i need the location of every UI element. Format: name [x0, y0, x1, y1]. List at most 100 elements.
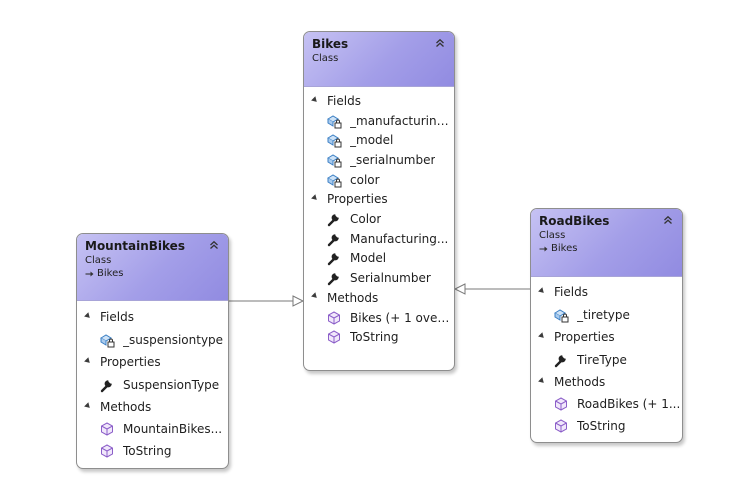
field-name: _suspensiontype [123, 332, 224, 347]
method-cube-icon [99, 443, 115, 459]
property-name: Color [350, 212, 382, 227]
wrench-icon [326, 250, 342, 266]
method-item[interactable]: ToString [531, 415, 682, 437]
roadbikes-inherits-bikes[interactable] [453, 283, 530, 295]
field-item[interactable]: color [304, 170, 454, 190]
class-box-bikes[interactable]: Bikes Class Fields _manufacturing... _mo… [303, 31, 455, 371]
field-lock-icon [326, 132, 342, 148]
field-name: _serialnumber [350, 152, 436, 167]
fields-section-header[interactable]: Fields [77, 306, 228, 328]
class-name: MountainBikes [85, 239, 185, 253]
section-label: Methods [100, 400, 152, 414]
property-item[interactable]: Manufacturing... [304, 229, 454, 249]
property-item[interactable]: Model [304, 249, 454, 269]
method-item[interactable]: MountainBikes... [77, 418, 228, 440]
field-item[interactable]: _manufacturing... [304, 111, 454, 131]
section-label: Properties [327, 192, 388, 207]
methods-section-header[interactable]: Methods [531, 371, 682, 393]
property-item[interactable]: Serialnumber [304, 268, 454, 288]
property-name: Manufacturing... [350, 231, 449, 246]
section-label: Methods [554, 375, 606, 389]
method-item[interactable]: ToString [77, 440, 228, 462]
field-lock-icon [553, 307, 569, 323]
class-kind: Class [539, 230, 566, 241]
property-name: TireType [577, 352, 627, 367]
methods-section-header[interactable]: Methods [77, 396, 228, 418]
class-header: Bikes Class [304, 32, 454, 87]
expand-triangle-icon [84, 356, 92, 365]
expand-triangle-icon [84, 401, 92, 410]
property-item[interactable]: Color [304, 209, 454, 229]
section-label: Fields [554, 285, 588, 299]
method-cube-icon [326, 310, 342, 326]
field-item[interactable]: _model [304, 131, 454, 151]
collapse-chevrons-icon[interactable] [434, 37, 446, 49]
field-name: _model [350, 133, 394, 148]
expand-triangle-icon [538, 331, 546, 340]
class-box-roadbikes[interactable]: RoadBikes Class Bikes Fields _tiretype P… [530, 208, 683, 443]
expand-triangle-icon [311, 194, 319, 202]
inheritance-arrow-icon [539, 246, 548, 251]
wrench-icon [326, 211, 342, 227]
method-item[interactable]: ToString [304, 327, 454, 347]
field-item[interactable]: _suspensiontype [77, 328, 228, 351]
method-cube-icon [99, 421, 115, 437]
section-label: Properties [554, 330, 615, 344]
class-box-mountainbikes[interactable]: MountainBikes Class Bikes Fields _suspen… [76, 233, 229, 469]
class-header: MountainBikes Class Bikes [77, 234, 228, 301]
properties-section-header[interactable]: Properties [77, 351, 228, 373]
class-kind: Class [85, 255, 112, 266]
expand-triangle-icon [538, 286, 546, 295]
field-item[interactable]: _tiretype [531, 303, 682, 326]
collapse-chevrons-icon[interactable] [662, 214, 674, 226]
property-name: Serialnumber [350, 270, 431, 285]
property-name: SuspensionType [123, 377, 220, 392]
section-label: Properties [100, 355, 161, 369]
field-name: _manufacturing... [350, 113, 454, 128]
property-item[interactable]: SuspensionType [77, 373, 228, 396]
collapse-chevrons-icon[interactable] [208, 239, 220, 251]
methods-section-header[interactable]: Methods [304, 288, 454, 308]
method-item[interactable]: Bikes (+ 1 overl... [304, 308, 454, 328]
expand-triangle-icon [84, 311, 92, 320]
method-name: ToString [577, 419, 626, 433]
mountainbikes-inherits-bikes[interactable] [228, 295, 305, 307]
wrench-icon [553, 352, 569, 368]
fields-section-header[interactable]: Fields [531, 281, 682, 303]
field-lock-icon [326, 152, 342, 168]
expand-triangle-icon [311, 292, 319, 301]
method-name: ToString [350, 330, 399, 345]
expand-triangle-icon [538, 376, 546, 385]
field-lock-icon [326, 113, 342, 129]
method-name: ToString [123, 444, 172, 458]
wrench-icon [99, 377, 115, 393]
field-name: color [350, 172, 380, 187]
base-class-name: Bikes [551, 243, 578, 254]
section-label: Fields [327, 94, 361, 108]
wrench-icon [326, 231, 342, 247]
class-kind: Class [312, 53, 339, 64]
base-class: Bikes [539, 242, 674, 255]
inheritance-arrow-icon [85, 271, 94, 276]
method-name: RoadBikes (+ 1... [577, 397, 681, 411]
property-item[interactable]: TireType [531, 348, 682, 371]
method-name: Bikes (+ 1 overl... [350, 310, 454, 325]
section-label: Methods [327, 290, 379, 305]
fields-section-header[interactable]: Fields [304, 91, 454, 111]
method-cube-icon [553, 396, 569, 412]
property-name: Model [350, 251, 387, 266]
method-item[interactable]: RoadBikes (+ 1... [531, 393, 682, 415]
method-name: MountainBikes... [123, 422, 223, 436]
method-cube-icon [326, 329, 342, 345]
base-class: Bikes [85, 267, 220, 280]
base-class-name: Bikes [97, 268, 124, 279]
field-lock-icon [326, 172, 342, 188]
method-cube-icon [553, 418, 569, 434]
class-name: Bikes [312, 37, 349, 51]
field-item[interactable]: _serialnumber [304, 150, 454, 170]
properties-section-header[interactable]: Properties [304, 189, 454, 209]
properties-section-header[interactable]: Properties [531, 326, 682, 348]
class-header: RoadBikes Class Bikes [531, 209, 682, 277]
expand-triangle-icon [311, 95, 319, 104]
